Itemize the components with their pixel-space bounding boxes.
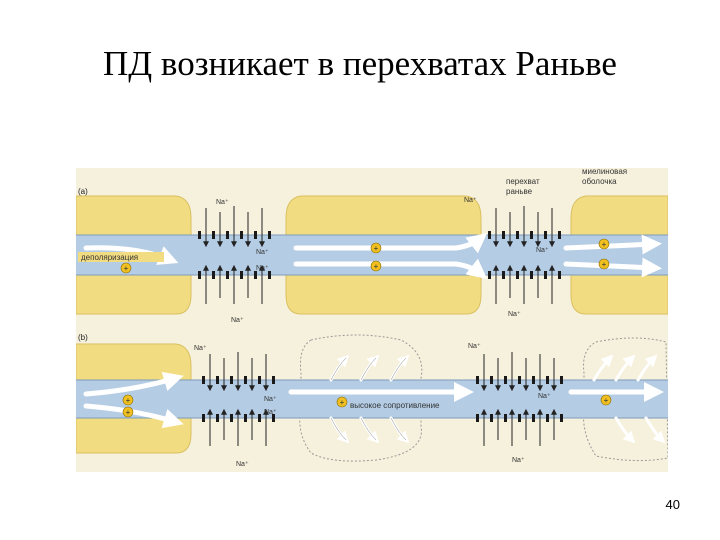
- svg-text:+: +: [374, 262, 379, 271]
- sodium-label: Na⁺: [264, 409, 277, 416]
- panel-a: (a): [76, 168, 668, 324]
- sodium-influx-arrows: [207, 352, 557, 446]
- svg-text:+: +: [126, 408, 131, 417]
- sodium-label: Na⁺: [216, 199, 229, 206]
- local-current-arrows: [83, 233, 662, 279]
- slide-title: ПД возникает в перехватах Раньве: [103, 44, 617, 83]
- svg-text:+: +: [126, 396, 131, 405]
- sodium-label: Na⁺: [508, 311, 521, 318]
- svg-text:+: +: [374, 244, 379, 253]
- sodium-label: Na⁺: [236, 461, 249, 468]
- panel-b-tag: (b): [78, 333, 88, 342]
- svg-text:+: +: [124, 264, 129, 273]
- svg-text:+: +: [602, 260, 607, 269]
- sodium-label: Na⁺: [512, 457, 525, 464]
- current-leak-outlines: [330, 357, 407, 441]
- myelin-label-line2: оболочка: [582, 177, 617, 186]
- svg-text:+: +: [604, 396, 609, 405]
- high-resistance-label: высокое сопротивление: [350, 401, 440, 410]
- sodium-label: Na⁺: [536, 247, 549, 254]
- ion-channels: [202, 376, 563, 422]
- svg-text:+: +: [340, 398, 345, 407]
- sodium-label: Na⁺: [464, 197, 477, 204]
- panel-b: (b): [76, 333, 668, 468]
- nerve-conduction-figure: (a): [76, 168, 668, 472]
- sodium-label: Na⁺: [468, 343, 481, 350]
- local-current-arrows: [83, 371, 664, 429]
- node-label-line1: перехват: [506, 177, 540, 186]
- panel-a-tag: (a): [78, 187, 88, 196]
- depolarization-label: деполяризация: [81, 253, 138, 262]
- axon: [76, 380, 668, 418]
- sodium-label: Na⁺: [256, 249, 269, 256]
- positive-charges: + + + +: [122, 394, 612, 418]
- positive-charges: + + + + +: [120, 238, 610, 274]
- sodium-influx-arrows: [203, 206, 555, 304]
- sodium-label: Na⁺: [231, 317, 244, 324]
- svg-text:+: +: [602, 240, 607, 249]
- page-number: 40: [665, 497, 680, 512]
- sodium-label: Na⁺: [194, 345, 207, 352]
- ion-channels: [198, 231, 561, 279]
- sodium-label: Na⁺: [256, 265, 269, 272]
- node-label-line2: раньве: [506, 187, 533, 196]
- myelin-label-line1: миелиновая: [582, 168, 627, 176]
- sodium-label: Na⁺: [538, 393, 551, 400]
- sodium-label: Na⁺: [264, 396, 277, 403]
